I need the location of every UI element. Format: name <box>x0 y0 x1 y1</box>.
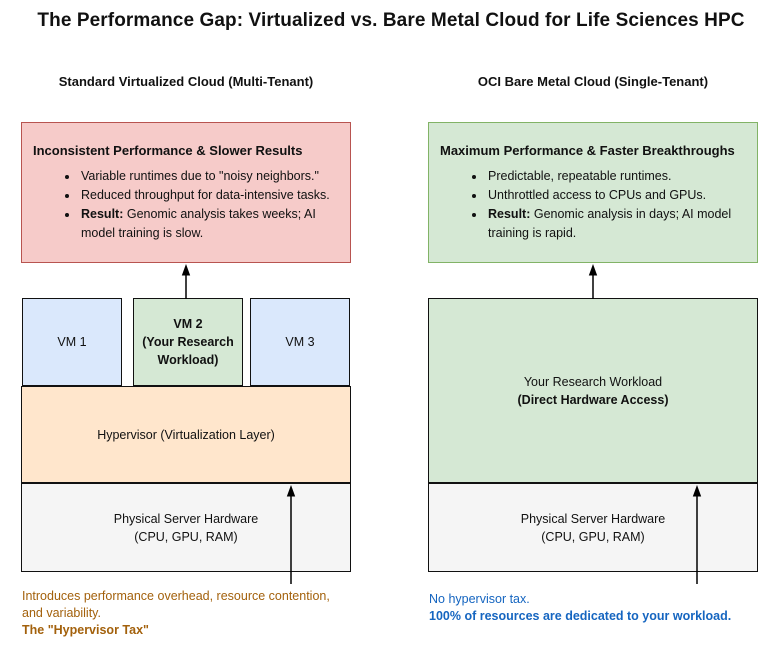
left-caption-line2: and variability. <box>22 606 101 620</box>
bullet-item: Result: Genomic analysis takes weeks; AI… <box>79 205 336 243</box>
vm2-label-line3: Workload) <box>157 353 219 367</box>
right-caption-line1: No hypervisor tax. <box>429 592 530 606</box>
hypervisor-box: Hypervisor (Virtualization Layer) <box>21 386 351 483</box>
left-result-box: Inconsistent Performance & Slower Result… <box>21 122 351 263</box>
vm3-box: VM 3 <box>250 298 350 386</box>
right-result-title: Maximum Performance & Faster Breakthroug… <box>440 143 735 158</box>
left-hardware-box: Physical Server Hardware (CPU, GPU, RAM) <box>21 483 351 572</box>
right-caption-bold-line: 100% of resources are dedicated to your … <box>429 609 732 623</box>
right-column-header: OCI Bare Metal Cloud (Single-Tenant) <box>477 74 709 89</box>
left-column-header: Standard Virtualized Cloud (Multi-Tenant… <box>58 74 314 89</box>
direct-workload-box: Your Research Workload (Direct Hardware … <box>428 298 758 483</box>
bullet-item: Predictable, repeatable runtimes. <box>486 167 743 186</box>
bullet-bold: Result: <box>488 207 531 221</box>
left-caption: Introduces performance overhead, resourc… <box>22 588 330 639</box>
vm1-box: VM 1 <box>22 298 122 386</box>
bullet-text: Genomic analysis takes weeks; AI model t… <box>81 207 316 240</box>
vm1-label: VM 1 <box>57 335 87 349</box>
vm2-label-line2: (Your Research <box>142 335 234 349</box>
vm2-research-workload-box: VM 2 (Your Research Workload) <box>133 298 243 386</box>
right-hardware-line2: (CPU, GPU, RAM) <box>541 529 645 544</box>
right-result-box: Maximum Performance & Faster Breakthroug… <box>428 122 758 263</box>
left-hardware-line2: (CPU, GPU, RAM) <box>134 529 238 544</box>
no-tax-up-arrow-icon <box>692 485 702 584</box>
right-caption: No hypervisor tax. 100% of resources are… <box>429 591 731 625</box>
left-caption-bold-line: The "Hypervisor Tax" <box>22 623 149 637</box>
bullet-item: Unthrottled access to CPUs and GPUs. <box>486 186 743 205</box>
left-result-bullets: Variable runtimes due to "noisy neighbor… <box>22 167 350 243</box>
bullet-item: Reduced throughput for data-intensive ta… <box>79 186 336 205</box>
page-title: The Performance Gap: Virtualized vs. Bar… <box>37 10 745 31</box>
hypervisor-tax-up-arrow-icon <box>286 485 296 584</box>
bullet-text: Variable runtimes due to "noisy neighbor… <box>81 169 319 183</box>
right-result-bullets: Predictable, repeatable runtimes. Unthro… <box>429 167 757 243</box>
bullet-text: Unthrottled access to CPUs and GPUs. <box>488 188 707 202</box>
bullet-text: Reduced throughput for data-intensive ta… <box>81 188 330 202</box>
workload-line2: (Direct Hardware Access) <box>517 392 669 407</box>
left-caption-line1: Introduces performance overhead, resourc… <box>22 589 330 603</box>
bullet-item: Result: Genomic analysis in days; AI mod… <box>486 205 743 243</box>
workload-to-result-up-arrow-icon <box>588 264 598 299</box>
bullet-text: Genomic analysis in days; AI model train… <box>488 207 732 240</box>
hypervisor-label: Hypervisor (Virtualization Layer) <box>97 427 275 442</box>
left-result-title: Inconsistent Performance & Slower Result… <box>33 143 303 158</box>
bullet-text: Predictable, repeatable runtimes. <box>488 169 672 183</box>
left-hardware-line1: Physical Server Hardware <box>113 511 259 526</box>
workload-line1: Your Research Workload <box>523 374 663 389</box>
right-hardware-line1: Physical Server Hardware <box>520 511 666 526</box>
vm2-label-line1: VM 2 <box>173 317 203 331</box>
vm2-to-result-up-arrow-icon <box>181 264 191 299</box>
right-hardware-box: Physical Server Hardware (CPU, GPU, RAM) <box>428 483 758 572</box>
bullet-bold: Result: <box>81 207 124 221</box>
bullet-item: Variable runtimes due to "noisy neighbor… <box>79 167 336 186</box>
vm3-label: VM 3 <box>285 335 315 349</box>
